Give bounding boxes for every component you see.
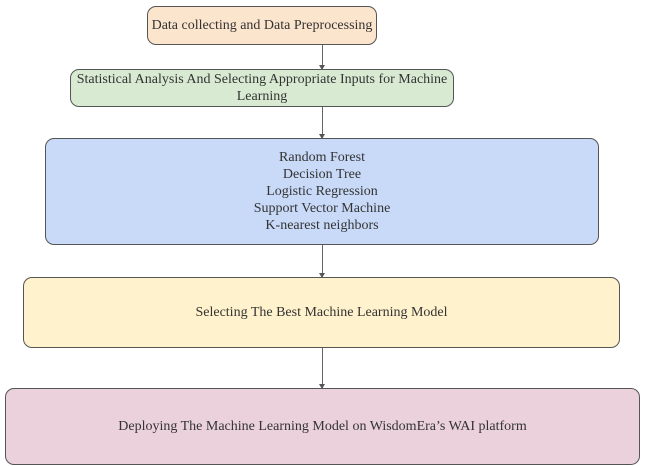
step-label: Selecting The Best Machine Learning Mode… (195, 305, 448, 320)
step-models: Random Forest Decision Tree Logistic Reg… (45, 138, 599, 245)
arrow-2 (319, 107, 325, 139)
model-item: Random Forest (279, 150, 365, 165)
model-item: Logistic Regression (266, 184, 378, 199)
model-item: Decision Tree (282, 167, 362, 182)
model-item: Support Vector Machine (253, 201, 391, 216)
step-statistical-analysis: Statistical Analysis And Selecting Appro… (70, 69, 454, 107)
arrow-1 (319, 45, 325, 70)
step-label: Data collecting and Data Preprocessing (151, 18, 373, 33)
model-item: K-nearest neighbors (265, 218, 379, 233)
step-deploy: Deploying The Machine Learning Model on … (5, 388, 640, 465)
step-label: Statistical Analysis And Selecting Appro… (76, 72, 448, 104)
step-data-collecting: Data collecting and Data Preprocessing (147, 6, 377, 45)
arrow-4 (319, 348, 325, 389)
step-select-best-model: Selecting The Best Machine Learning Mode… (23, 277, 620, 348)
step-label: Deploying The Machine Learning Model on … (118, 419, 527, 434)
arrow-3 (319, 245, 325, 278)
